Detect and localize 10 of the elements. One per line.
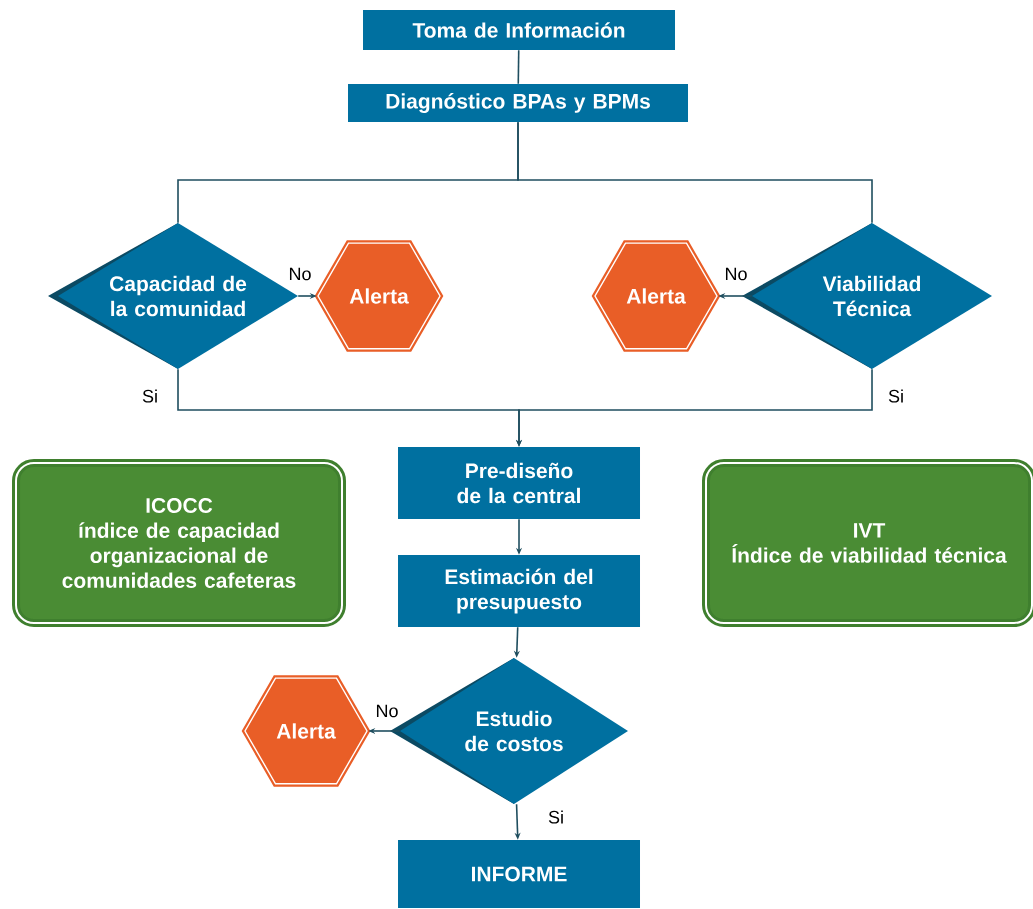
edge-label: Si	[887, 388, 905, 404]
edge-label: Si	[547, 809, 565, 825]
process-box: Toma de Información	[363, 10, 675, 50]
process-box: INFORME	[398, 840, 640, 908]
index-card: ICOCC índice de capacidad organizacional de comunidades cafeteras	[12, 459, 346, 627]
process-box: Estimación del presupuesto	[398, 555, 640, 627]
edge-label: Si	[141, 388, 159, 404]
process-box: Pre-diseño de la central	[398, 447, 640, 519]
process-box: Diagnóstico BPAs y BPMs	[348, 84, 688, 122]
index-card: IVT Índice de viabilidad técnica	[702, 459, 1033, 627]
